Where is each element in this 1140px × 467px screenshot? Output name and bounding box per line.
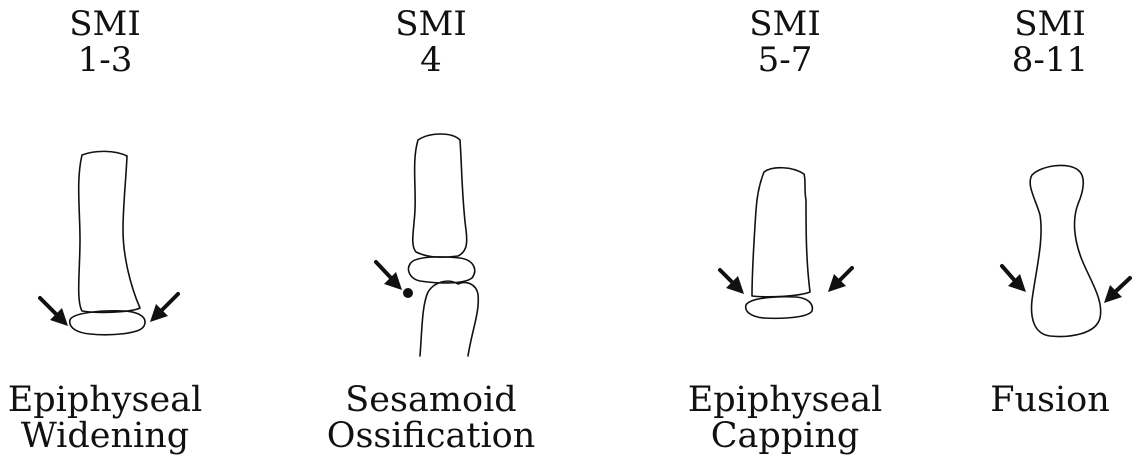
caption-line-2: Ossification bbox=[320, 418, 542, 454]
stage-caption: Sesamoid Ossification bbox=[320, 382, 542, 454]
smi-title: SMI bbox=[320, 6, 542, 42]
smi-label: SMI 5-7 bbox=[680, 6, 890, 78]
stage-smi-1-3: SMI 1-3 Epiphyseal Widening bbox=[0, 0, 210, 467]
smi-title: SMI bbox=[680, 6, 890, 42]
smi-title: SMI bbox=[960, 6, 1140, 42]
caption-line-1: Epiphyseal bbox=[680, 382, 890, 418]
caption-line-1: Fusion bbox=[960, 382, 1140, 418]
stage-caption: Epiphyseal Widening bbox=[0, 382, 210, 454]
smi-range: 8-11 bbox=[960, 42, 1140, 78]
stage-caption: Epiphyseal Capping bbox=[680, 382, 890, 454]
caption-line-2: Widening bbox=[0, 418, 210, 454]
caption-line-1: Sesamoid bbox=[320, 382, 542, 418]
smi-label: SMI 8-11 bbox=[960, 6, 1140, 78]
stage-smi-4: SMI 4 Sesamoid Ossification bbox=[320, 0, 542, 467]
stage-caption: Fusion bbox=[960, 382, 1140, 418]
caption-line-1: Epiphyseal bbox=[0, 382, 210, 418]
stage-smi-8-11: SMI 8-11 Fusion bbox=[960, 0, 1140, 467]
stage-smi-5-7: SMI 5-7 Epiphyseal Capping bbox=[680, 0, 890, 467]
smi-title: SMI bbox=[0, 6, 210, 42]
smi-range: 1-3 bbox=[0, 42, 210, 78]
caption-line-2: Capping bbox=[680, 418, 890, 454]
smi-label: SMI 4 bbox=[320, 6, 542, 78]
smi-range: 5-7 bbox=[680, 42, 890, 78]
smi-label: SMI 1-3 bbox=[0, 6, 210, 78]
smi-range: 4 bbox=[320, 42, 542, 78]
